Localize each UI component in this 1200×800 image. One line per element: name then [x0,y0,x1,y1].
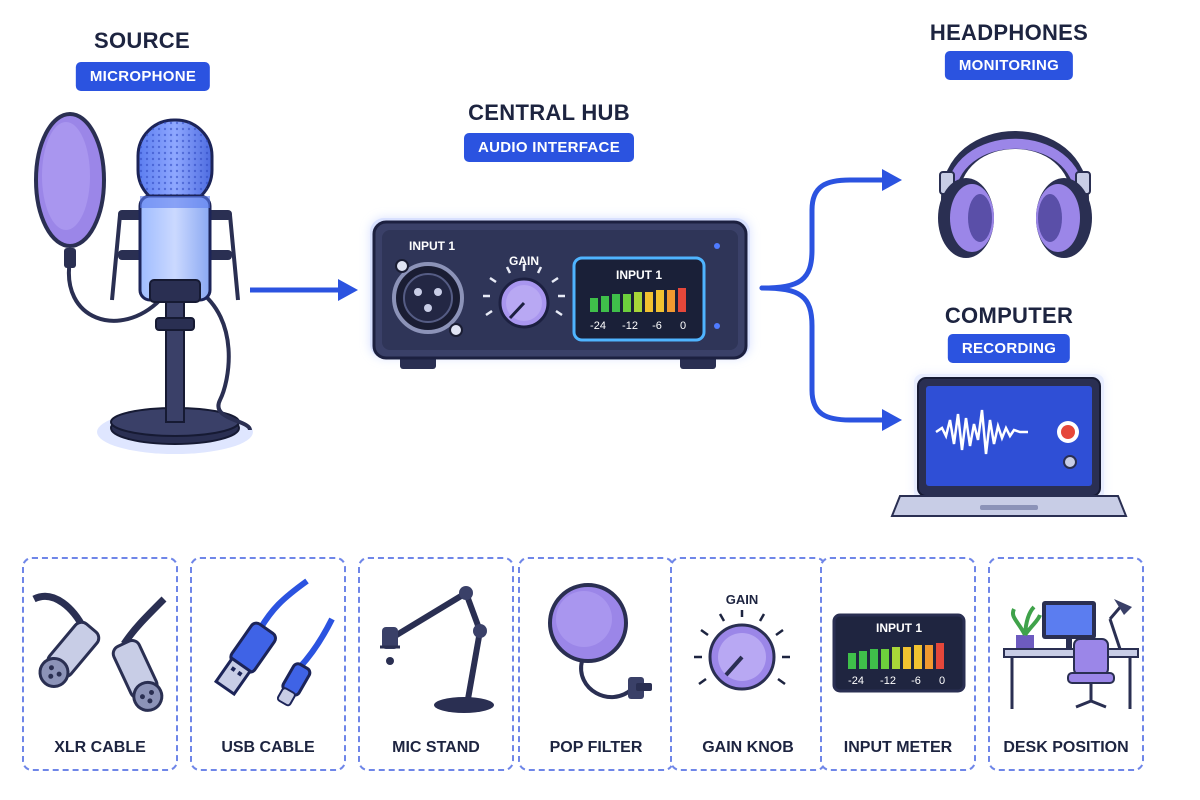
meter-tick: -6 [652,320,662,332]
source-title: SOURCE [94,28,190,53]
tool-label: DESK POSITION [1003,739,1129,756]
tool-card-mic-stand: MIC STAND [358,557,514,771]
tool-label: INPUT METER [843,739,953,756]
input-jack-label: INPUT 1 [409,239,455,253]
meter-tick: -6 [911,675,921,687]
tool-label: MIC STAND [392,739,480,756]
arrow-head-headphones [882,169,902,191]
source-subtitle-badge: MICROPHONE [75,62,211,91]
tool-card-gain-knob: GAIN GAIN KNOB [670,557,826,771]
meter-tick: -12 [622,320,638,332]
tool-label: XLR CABLE [54,739,146,756]
input-meter-icon: INPUT 1 -24 -12 -6 0 [832,613,966,693]
arrow-mic-to-interface [250,279,358,301]
mic-stand-icon [380,586,494,713]
xlr-cable-icon [32,592,167,712]
meter-tick: -24 [590,320,606,332]
computer-title: COMPUTER [944,303,1074,328]
meter-tick: -24 [848,675,864,687]
gain-knob-icon: GAIN [694,592,790,691]
tool-card-pop-filter: POP FILTER [518,557,674,771]
usb-cable-icon [213,578,335,707]
hub-title: CENTRAL HUB [468,100,630,125]
meter-caption: INPUT 1 [876,621,922,635]
meter-tick: -12 [880,675,896,687]
diagram-canvas: INPUT 1 GAIN INPUT 1 -24 -12 -6 0 [34,112,1128,517]
tool-label: GAIN KNOB [702,739,794,756]
pop-filter-icon [548,583,652,700]
desk-position-icon [1003,599,1139,709]
headphones-subtitle-badge: MONITORING [944,51,1074,80]
split-arrows [759,177,887,423]
meter-tick: 0 [680,320,686,332]
tool-card-xlr-cable: XLR CABLE [22,557,178,771]
arrow-head-computer [882,409,902,431]
gain-label: GAIN [509,254,539,268]
meter-tick: 0 [939,675,945,687]
tool-card-input-meter: INPUT 1 -24 -12 -6 0 INPUT METER [820,557,976,771]
meter-label: INPUT 1 [616,268,662,282]
tool-card-usb-cable: USB CABLE [190,557,346,771]
headphones-title: HEADPHONES [929,20,1089,45]
microphone-icon [34,112,253,454]
tool-label: USB CABLE [221,739,315,756]
computer-subtitle-badge: RECORDING [947,334,1071,363]
headphones-icon [938,131,1092,258]
laptop-icon [890,374,1128,517]
tool-card-desk-position: DESK POSITION [988,557,1144,771]
tool-label: POP FILTER [549,739,643,756]
gain-knob-caption: GAIN [726,592,759,607]
hub-subtitle-badge: AUDIO INTERFACE [463,133,635,162]
audio-interface-icon: INPUT 1 GAIN INPUT 1 -24 -12 -6 0 [370,218,750,369]
